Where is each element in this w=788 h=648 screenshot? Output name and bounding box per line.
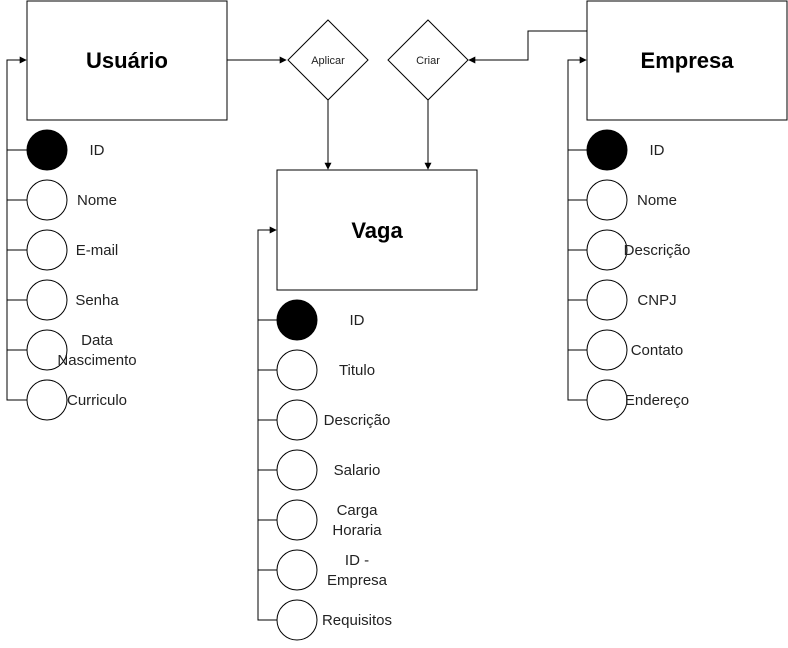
relationship-connectors bbox=[227, 30, 587, 170]
attribute-label: CNPJ bbox=[637, 292, 676, 309]
entity-usuario-title: Usuário bbox=[86, 48, 168, 73]
attribute-circle[interactable] bbox=[276, 549, 318, 591]
attribute-circle[interactable] bbox=[276, 499, 318, 541]
attribute-circle[interactable] bbox=[26, 379, 68, 421]
attribute-label: Senha bbox=[75, 292, 119, 309]
vaga-attribute[interactable]: Descrição bbox=[258, 399, 391, 441]
empresa-attribute[interactable]: ID bbox=[568, 129, 665, 171]
vaga-attribute[interactable]: Salario bbox=[258, 449, 381, 491]
empresa-attribute[interactable]: CNPJ bbox=[568, 279, 677, 321]
primary-key-attribute-circle[interactable] bbox=[26, 129, 68, 171]
vaga-attribute[interactable]: ID -Empresa bbox=[258, 549, 388, 591]
attribute-label: Curriculo bbox=[67, 392, 127, 409]
entity-usuario[interactable]: Usuário bbox=[26, 0, 228, 121]
relationship-criar-diamond[interactable] bbox=[387, 19, 469, 101]
relationship-aplicar-label: Aplicar bbox=[311, 55, 345, 67]
attribute-circle[interactable] bbox=[26, 179, 68, 221]
empresa-attribute[interactable]: Contato bbox=[568, 329, 684, 371]
primary-key-attribute-circle[interactable] bbox=[276, 299, 318, 341]
attribute-label: ID bbox=[350, 312, 365, 329]
relationship-criar[interactable]: Criar bbox=[387, 19, 469, 101]
attribute-circle[interactable] bbox=[586, 229, 628, 271]
usuario-attribute[interactable]: Curriculo bbox=[7, 379, 127, 421]
attribute-label: ID bbox=[90, 142, 105, 159]
attribute-label: Requisitos bbox=[322, 612, 392, 629]
attribute-label: ID -Empresa bbox=[327, 552, 388, 589]
entity-empresa[interactable]: Empresa bbox=[586, 0, 788, 121]
entity-usuario-box[interactable] bbox=[26, 0, 228, 121]
entity-vaga[interactable]: Vaga bbox=[276, 169, 478, 291]
attribute-label: Salario bbox=[334, 462, 381, 479]
primary-key-attribute-circle[interactable] bbox=[586, 129, 628, 171]
attribute-label: Descrição bbox=[324, 412, 391, 429]
vaga-attribute[interactable]: Requisitos bbox=[258, 599, 392, 641]
attribute-label: E-mail bbox=[76, 242, 119, 259]
relationship-criar-label: Criar bbox=[416, 55, 440, 67]
attribute-label: Titulo bbox=[339, 362, 375, 379]
attribute-label: Descrição bbox=[624, 242, 691, 259]
attribute-circle[interactable] bbox=[586, 179, 628, 221]
attribute-label: Contato bbox=[631, 342, 684, 359]
entity-vaga-title: Vaga bbox=[351, 218, 403, 243]
attribute-circle[interactable] bbox=[586, 379, 628, 421]
attribute-circle[interactable] bbox=[586, 279, 628, 321]
attribute-circle[interactable] bbox=[26, 329, 68, 371]
empresa-attribute[interactable]: Endereço bbox=[568, 379, 689, 421]
usuario-attribute[interactable]: Nome bbox=[7, 179, 117, 221]
relationship-aplicar-diamond[interactable] bbox=[287, 19, 369, 101]
attribute-circle[interactable] bbox=[26, 229, 68, 271]
attribute-circle[interactable] bbox=[26, 279, 68, 321]
empresa-attribute[interactable]: Nome bbox=[568, 179, 677, 221]
attribute-circle[interactable] bbox=[276, 449, 318, 491]
entity-vaga-box[interactable] bbox=[276, 169, 478, 291]
attribute-label: ID bbox=[650, 142, 665, 159]
attribute-circle[interactable] bbox=[586, 329, 628, 371]
usuario-attribute[interactable]: Senha bbox=[7, 279, 119, 321]
empresa-attribute[interactable]: Descrição bbox=[568, 229, 691, 271]
attribute-label: Nome bbox=[77, 192, 117, 209]
attribute-circle[interactable] bbox=[276, 399, 318, 441]
usuario-attribute[interactable]: ID bbox=[7, 129, 105, 171]
entity-empresa-title: Empresa bbox=[641, 48, 735, 73]
attribute-label: Nome bbox=[637, 192, 677, 209]
relationship-aplicar[interactable]: Aplicar bbox=[287, 19, 369, 101]
vaga-attribute[interactable]: ID bbox=[258, 299, 365, 341]
entity-empresa-box[interactable] bbox=[586, 0, 788, 121]
attribute-circle[interactable] bbox=[276, 349, 318, 391]
attribute-circle[interactable] bbox=[276, 599, 318, 641]
usuario-attribute[interactable]: E-mail bbox=[7, 229, 119, 271]
empresa-to-criar-connector bbox=[468, 30, 587, 64]
attribute-label: Endereço bbox=[625, 392, 689, 409]
vaga-attribute[interactable]: Titulo bbox=[258, 349, 375, 391]
